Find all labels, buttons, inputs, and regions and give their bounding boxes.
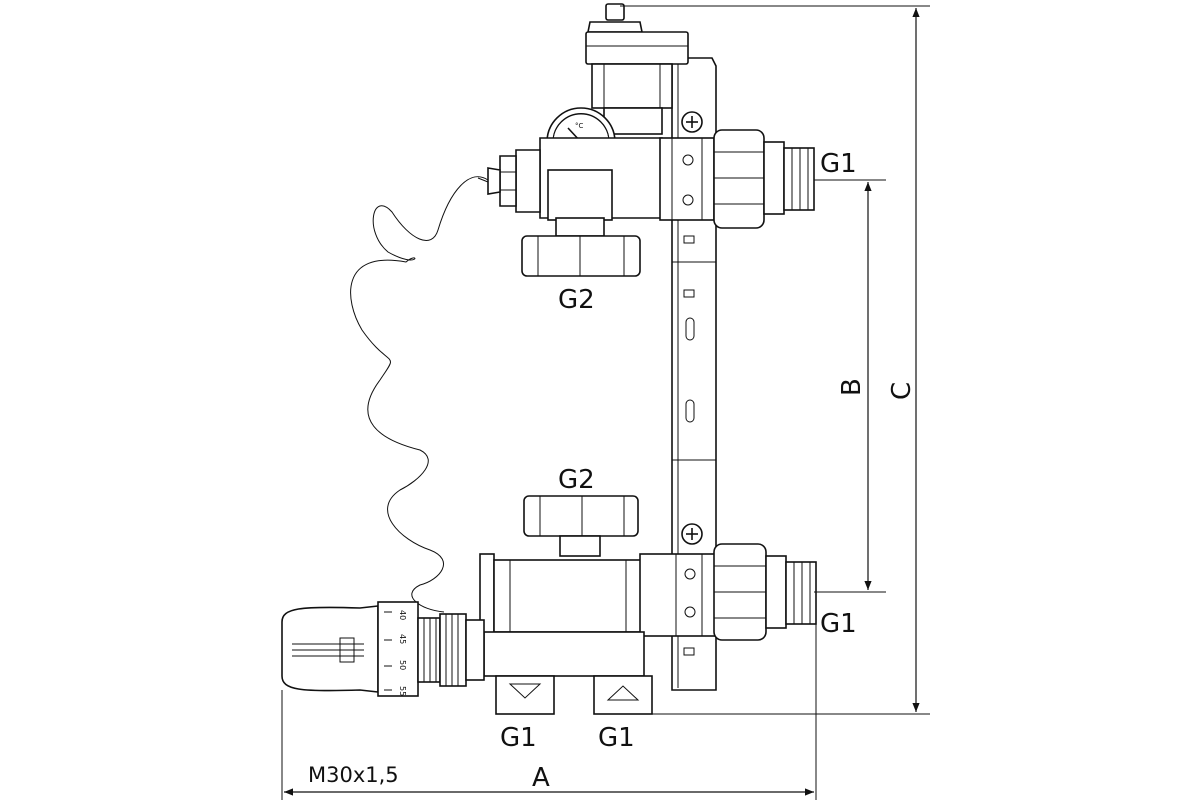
dimension-lines: [281, 5, 930, 800]
bottom-valve-block: [479, 553, 717, 715]
label-dim-a: A: [532, 763, 550, 793]
capillary-tube: [350, 176, 489, 613]
top-union-fitting: [713, 129, 815, 229]
label-g1-bottom-mid: G1: [598, 723, 635, 753]
thermostat-head: 40 45 50 55: [281, 601, 485, 697]
top-g2-nut: [521, 235, 641, 277]
label-g2-mid: G2: [558, 465, 595, 495]
bottom-union-fitting: [713, 543, 817, 641]
scale-mark-0: 40: [398, 610, 407, 620]
label-dim-b: B: [837, 378, 867, 396]
scale-mark-3: 55: [398, 686, 407, 696]
scale-mark-1: 45: [398, 634, 407, 644]
label-g1-bottom-left: G1: [500, 723, 537, 753]
air-vent: [585, 3, 689, 135]
scale-mark-2: 50: [398, 660, 407, 670]
label-g1-bottom-right: G1: [820, 609, 857, 639]
label-dim-c: C: [887, 382, 917, 400]
top-valve-body: [487, 137, 715, 237]
label-g1-top: G1: [820, 149, 857, 179]
gauge-unit-label: °C: [575, 122, 584, 130]
label-g2-top: G2: [558, 285, 595, 315]
mid-g2-nut: [523, 495, 639, 557]
label-thread: M30x1,5: [308, 763, 399, 787]
